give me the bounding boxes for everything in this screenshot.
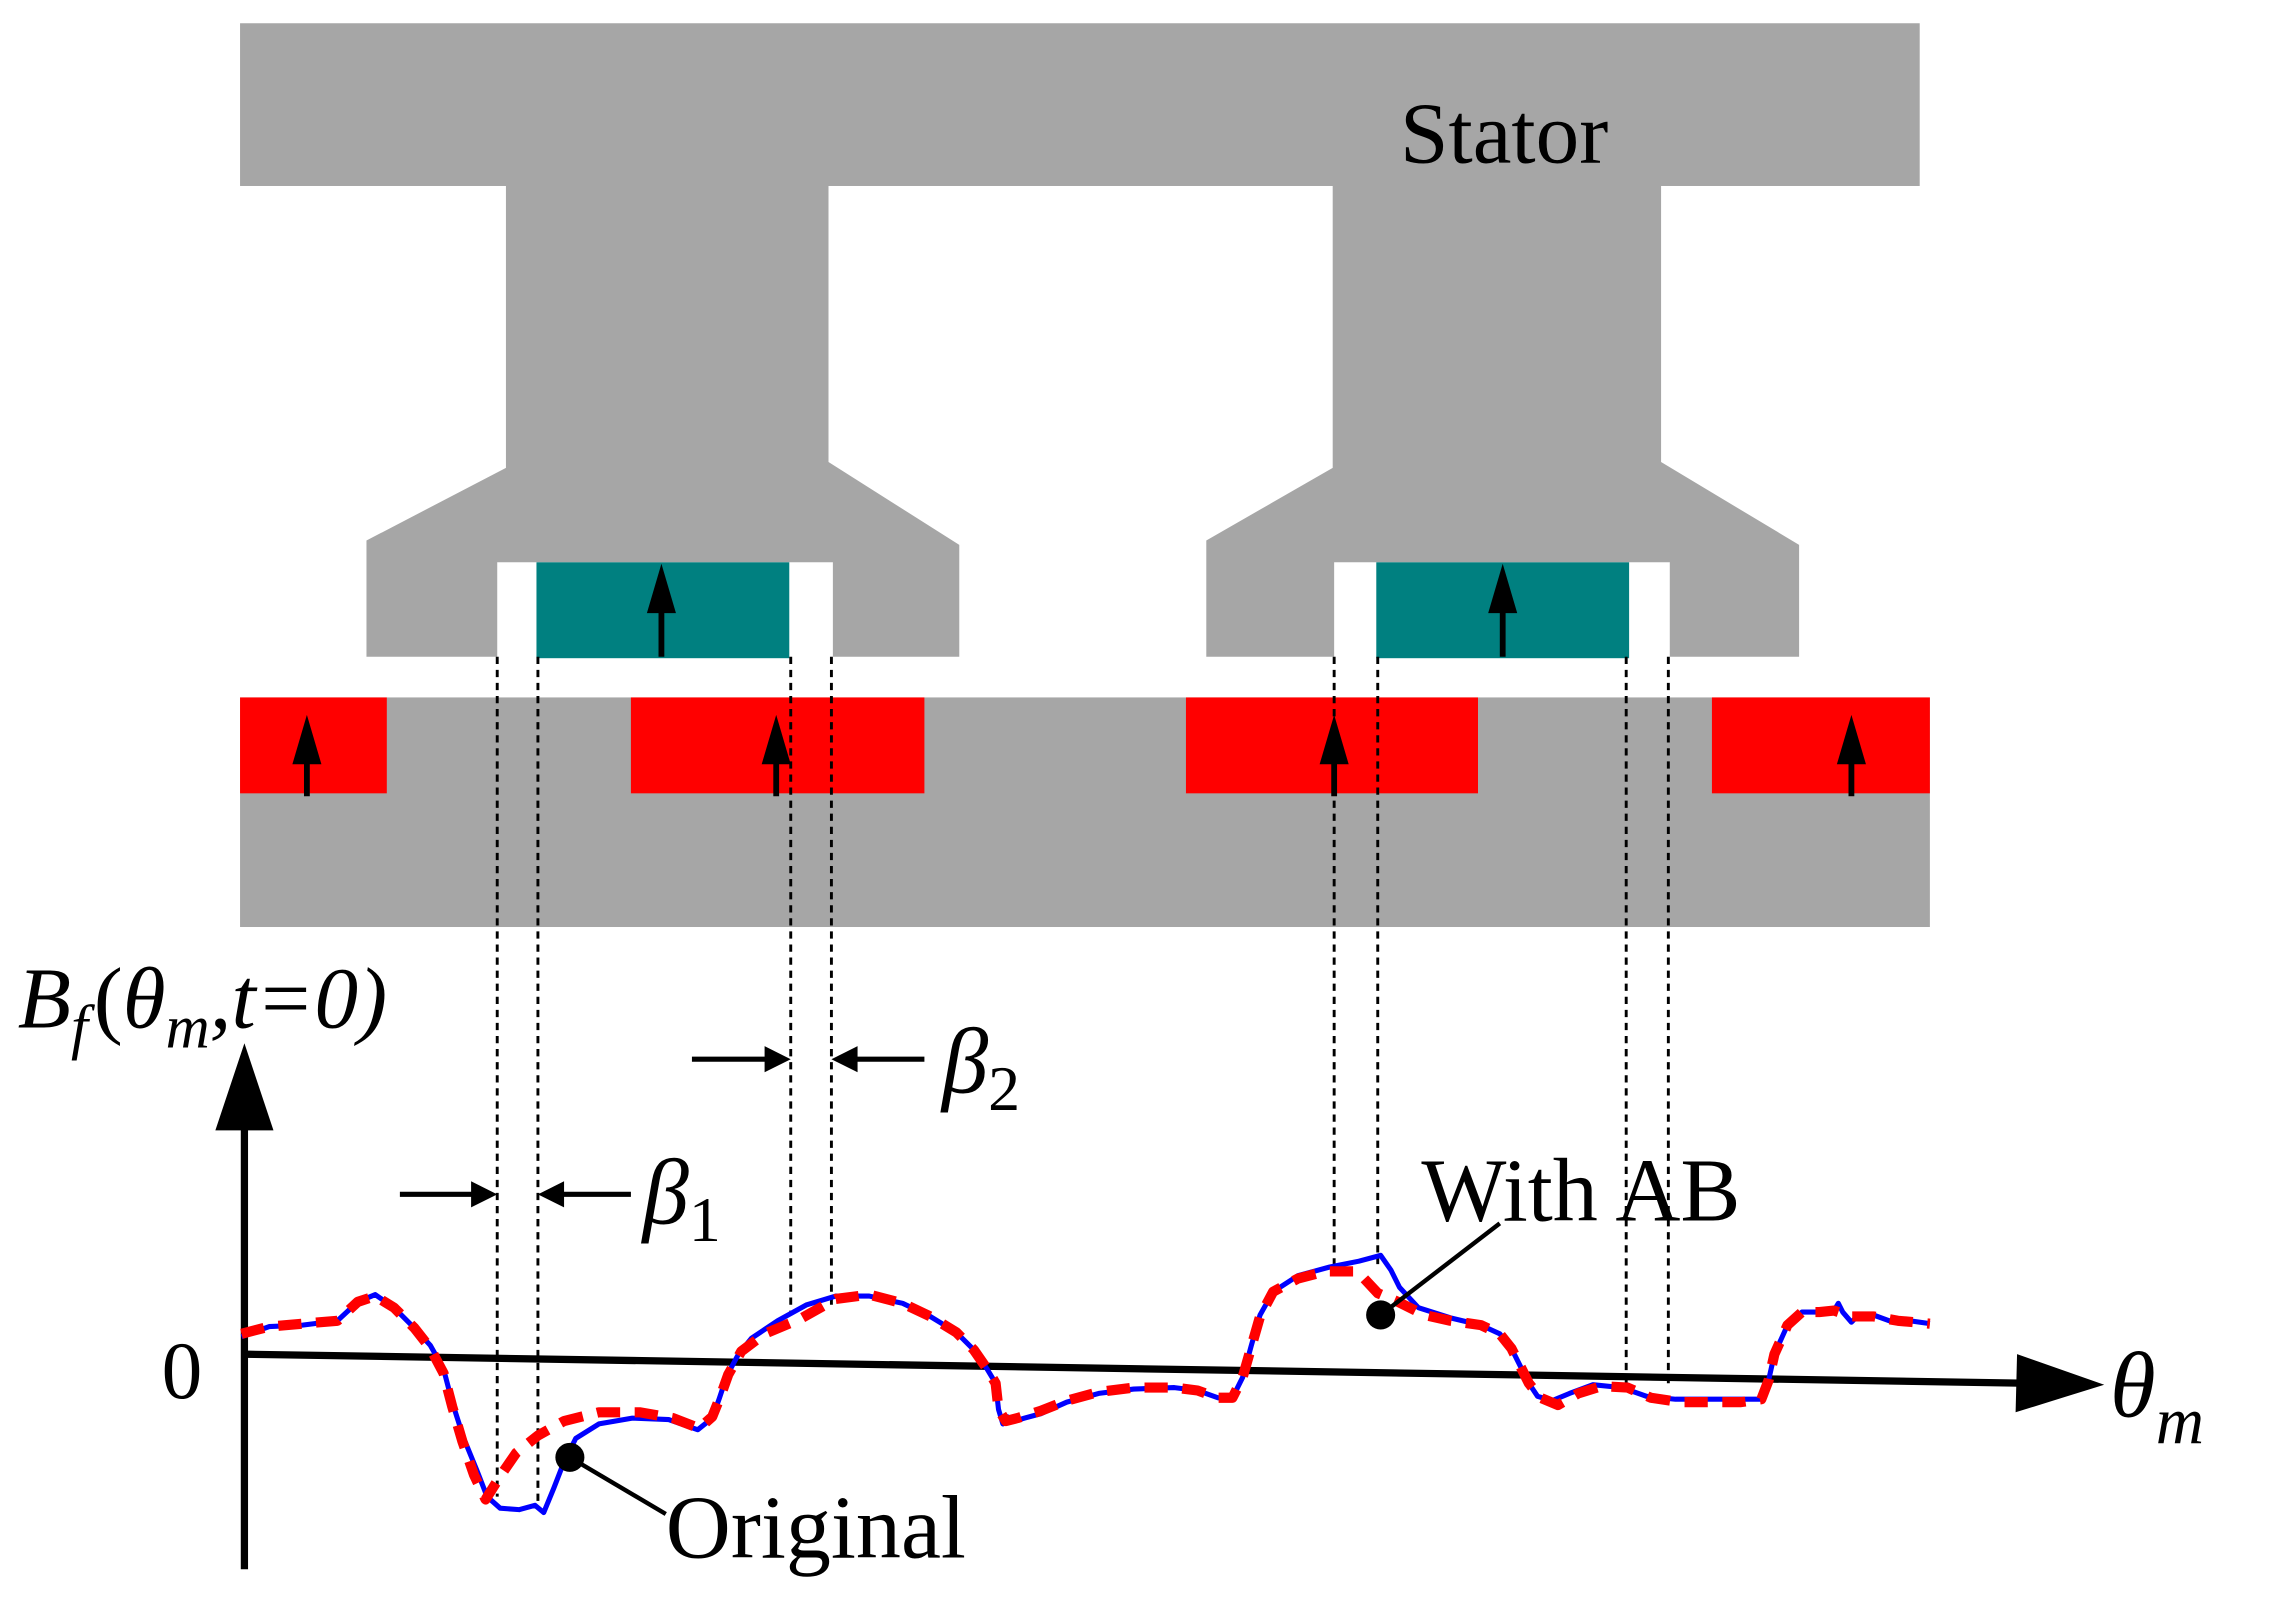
stator-label: Stator xyxy=(1400,85,1608,182)
legend-original: Original xyxy=(666,1479,966,1578)
zero-label: 0 xyxy=(162,1325,203,1416)
stator-tooth-2 xyxy=(1206,174,1800,657)
x-axis xyxy=(244,1350,2028,1387)
curve-with-ab xyxy=(240,1252,1931,1516)
rotor-magnet-4 xyxy=(1711,697,1930,794)
dimension-arrow-icon xyxy=(831,1046,858,1073)
stator: Stator xyxy=(240,23,1920,659)
beta2-dimension: β2 xyxy=(691,1011,1020,1124)
legend-with-ab: With AB xyxy=(1421,1142,1740,1241)
magnetization-arrows xyxy=(292,563,1866,797)
dimension-arrow-icon xyxy=(764,1046,791,1073)
rotor xyxy=(240,697,1930,928)
axis-arrow-icon xyxy=(2015,1354,2105,1413)
beta1-label: β1 xyxy=(641,1141,721,1254)
x-axis-label: θm xyxy=(2110,1335,2204,1458)
callout-original: Original xyxy=(555,1442,966,1578)
axis-arrow-icon xyxy=(215,1043,274,1131)
y-axis-label: Bf(θm,t=0) xyxy=(18,949,387,1061)
beta1-dimension: β1 xyxy=(399,1141,721,1255)
callout-dot xyxy=(1366,1300,1396,1330)
stator-yoke xyxy=(240,23,1920,186)
dimension-arrow-icon xyxy=(537,1181,565,1208)
magnetization-arrow-icon xyxy=(1488,563,1518,657)
callout-dot xyxy=(555,1442,585,1472)
stator-tooth-1 xyxy=(366,174,960,657)
curve-original xyxy=(240,1266,1931,1505)
rotor-core xyxy=(240,697,1930,928)
magnetization-arrow-icon xyxy=(292,714,322,797)
dimension-arrow-icon xyxy=(471,1181,498,1208)
magnetization-arrow-icon xyxy=(646,563,676,657)
axes: 0 xyxy=(162,1043,2105,1570)
magnetization-arrow-icon xyxy=(761,714,791,797)
magnetization-arrow-icon xyxy=(1836,714,1866,797)
beta2-label: β2 xyxy=(940,1011,1020,1124)
callout-with-ab: With AB xyxy=(1366,1142,1741,1330)
